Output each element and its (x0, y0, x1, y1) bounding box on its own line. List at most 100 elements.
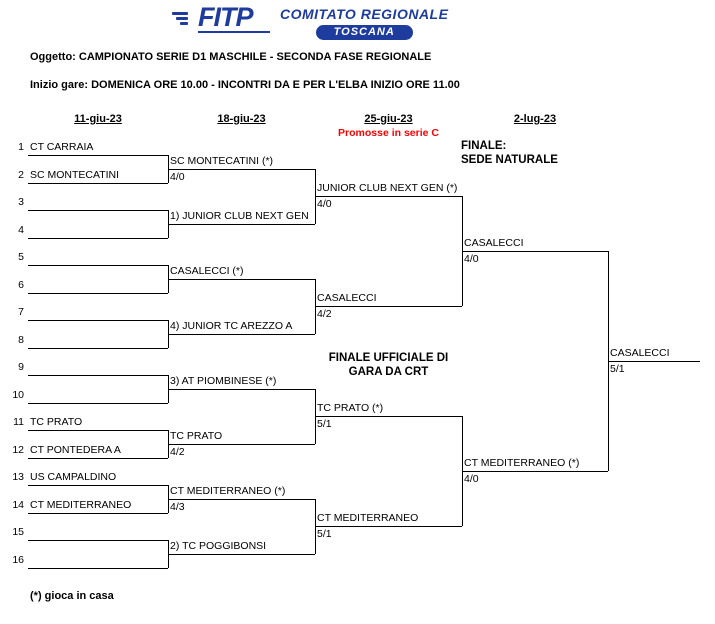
team-name: 2) TC POGGIBONSI (170, 539, 267, 552)
team-name: JUNIOR CLUB NEXT GEN (*) (317, 182, 458, 195)
match-score: 4/0 (317, 198, 332, 211)
bracket-connector (168, 265, 169, 293)
match-score: 4/0 (464, 253, 479, 266)
team-name: SC MONTECATINI (*) (170, 154, 274, 167)
match-score: 4/0 (464, 473, 479, 486)
bracket-line (28, 210, 168, 211)
swoosh-bar (180, 22, 188, 25)
bracket-line (28, 292, 168, 294)
bracket-line (315, 306, 462, 308)
seed-number: 7 (18, 306, 24, 318)
bracket-connector (462, 416, 463, 527)
team-name: 1) JUNIOR CLUB NEXT GEN (170, 209, 309, 222)
seed-number: 14 (12, 498, 24, 511)
bracket-line (28, 237, 168, 239)
team-name: US CAMPALDINO (30, 471, 117, 483)
bracket-line (315, 416, 462, 418)
bracket-line (315, 526, 462, 528)
final-venue-line2: SEDE NATURALE (461, 154, 558, 166)
bracket-connector (608, 251, 609, 472)
footnote: (*) gioca in casa (30, 590, 114, 602)
bracket-line (168, 168, 315, 170)
bracket-line (28, 485, 168, 486)
match-score: 4/2 (170, 445, 185, 458)
seed-number: 15 (12, 526, 24, 538)
fitp-swoosh-icon (172, 12, 188, 27)
bracket-line (462, 471, 608, 473)
bracket-line (28, 457, 168, 459)
seed-number: 13 (12, 471, 24, 483)
bracket-connector (168, 485, 169, 513)
seed-number: 11 (13, 416, 24, 428)
swoosh-bar (172, 12, 188, 15)
bracket-line (168, 553, 315, 555)
bracket-line (28, 430, 168, 431)
seed-number: 6 (18, 278, 24, 291)
team-name: CT MEDITERRANEO (*) (464, 457, 580, 470)
seed-number: 5 (18, 251, 24, 263)
committee-block: COMITATO REGIONALE TOSCANA (280, 6, 448, 40)
team-name: TC PRATO (170, 429, 223, 442)
bracket-line (28, 512, 168, 514)
bracket-connector (168, 320, 169, 348)
seed-number: 10 (12, 388, 24, 401)
bracket-connector (315, 278, 316, 334)
bracket-line (28, 402, 168, 404)
final-venue-note: FINALE: SEDE NATURALE (461, 139, 558, 167)
swoosh-bar (176, 17, 188, 20)
bracket-line (28, 567, 168, 569)
round2-date: 18-giu-23 (217, 113, 266, 125)
bracket-connector (315, 168, 316, 224)
round1-date: 11-giu-23 (74, 113, 122, 125)
team-name: CT MEDITERRANEO (30, 498, 132, 511)
fitp-logo: FITP COMITATO REGIONALE TOSCANA (172, 4, 448, 40)
seed-number: 2 (18, 168, 24, 181)
subject-line: Oggetto: CAMPIONATO SERIE D1 MASCHILE - … (30, 51, 432, 63)
bracket-line (168, 333, 315, 335)
bracket-connector (462, 196, 463, 307)
seed-number: 9 (18, 361, 24, 373)
bracket-line (28, 320, 168, 321)
team-name: SC MONTECATINI (30, 168, 120, 181)
bracket-connector (168, 155, 169, 183)
match-score: 4/3 (170, 500, 185, 513)
match-score: 5/1 (317, 528, 332, 541)
team-name: CT PONTEDERA A (30, 443, 121, 456)
seed-number: 4 (18, 223, 24, 236)
bracket-line (28, 375, 168, 376)
bracket-line (168, 498, 315, 500)
match-score: 5/1 (317, 418, 332, 431)
round3-date: 25-giu-23 (364, 113, 413, 125)
final-official-line2: GARA DA CRT (348, 366, 429, 378)
final-official-note: FINALE UFFICIALE DI GARA DA CRT (315, 351, 462, 379)
final-venue-line1: FINALE: (461, 140, 507, 152)
team-name: CT MEDITERRANEO (*) (170, 484, 286, 497)
fitp-logo-text: FITP (198, 2, 254, 32)
bracket-connector (168, 430, 169, 458)
bracket-connector (168, 540, 169, 568)
bracket-line (28, 540, 168, 541)
team-name: TC PRATO (*) (317, 402, 384, 415)
bracket-line (168, 278, 315, 280)
committee-name: COMITATO REGIONALE (280, 6, 449, 22)
bracket-line (315, 196, 462, 198)
fitp-wordmark: FITP (198, 4, 270, 33)
final-official-line1: FINALE UFFICIALE DI (328, 352, 449, 364)
bracket-line (168, 223, 315, 225)
region-badge: TOSCANA (315, 25, 413, 40)
bracket-line (28, 182, 168, 184)
bracket-line (28, 347, 168, 349)
team-name: 3) AT PIOMBINESE (*) (170, 374, 277, 387)
seed-number: 1 (18, 141, 24, 153)
bracket-line (168, 443, 315, 445)
seed-number: 8 (18, 333, 24, 346)
bracket-line (462, 251, 608, 253)
team-name: CT CARRAIA (30, 141, 94, 153)
bracket-connector (315, 388, 316, 444)
bracket-line (28, 155, 168, 156)
team-name: CASALECCI (317, 292, 377, 305)
bracket-line (28, 265, 168, 266)
bracket-connector (168, 210, 169, 238)
match-score: 4/0 (170, 170, 185, 183)
team-name: CT MEDITERRANEO (317, 512, 419, 525)
